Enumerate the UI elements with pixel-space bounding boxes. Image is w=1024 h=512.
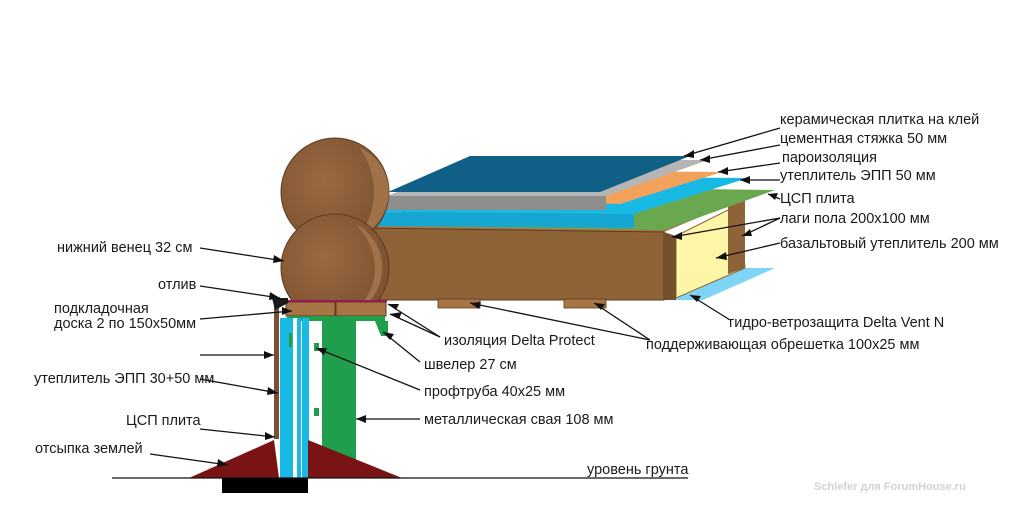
earth-backfill [189, 440, 279, 478]
bottom-crown-log-end [356, 224, 383, 312]
label-csp-side: ЦСП плита [126, 413, 202, 429]
label-support-lathing: поддерживающая обрешетка 100х25 мм [646, 337, 919, 353]
clip-1 [314, 343, 319, 351]
label-floor-joists: лаги пола 200х100 мм [780, 211, 930, 227]
label-epp-insulation-top: утеплитель ЭПП 50 мм [780, 168, 936, 184]
label-ceramic-tile: керамическая плитка на клей [780, 112, 979, 128]
delta-vent-membrane [668, 268, 775, 300]
label-delta-vent: гидро-ветрозащита Delta Vent N [729, 315, 944, 331]
profile-pipe [302, 318, 309, 478]
label-ground-level: уровень грунта [587, 462, 689, 478]
label-basalt-insulation: базальтовый утеплитель 200 мм [780, 236, 999, 252]
channel-flange [375, 321, 388, 336]
label-csp-top: ЦСП плита [780, 191, 856, 207]
label-base-board-2: доска 2 по 150х50мм [54, 316, 196, 332]
base-board-right [335, 301, 387, 317]
labels: керамическая плитка на клей цементная ст… [34, 112, 999, 493]
label-vapor-barrier: пароизоляция [782, 150, 877, 166]
epp-insulation-side-inner [293, 318, 297, 478]
label-delta-protect: изоляция Delta Protect [444, 333, 595, 349]
plinth-base [222, 478, 308, 493]
label-drip: отлив [158, 277, 197, 293]
floor-joist-front [364, 227, 665, 301]
clip-3 [289, 333, 292, 347]
clip-2 [314, 408, 319, 416]
channel-beam [287, 316, 385, 321]
label-earth-backfill: отсыпка землей [35, 441, 143, 457]
wall-logs [280, 137, 390, 323]
floor-joist-end [664, 232, 676, 300]
label-cement-screed: цементная стяжка 50 мм [780, 131, 947, 147]
epp-insulation-front [378, 212, 634, 228]
support-lathing-2 [563, 298, 607, 309]
label-base-board-1: подкладочная [54, 301, 149, 317]
leader-lines [149, 127, 781, 467]
label-epp-insulation-side: утеплитель ЭПП 30+50 мм [34, 371, 214, 387]
earth-backfill-right [308, 440, 402, 478]
drip-cap [272, 298, 288, 310]
csp-plate-side [274, 305, 279, 439]
foundation [189, 298, 402, 493]
label-channel: швелер 27 см [424, 357, 517, 373]
label-bottom-crown: нижний венец 32 см [57, 240, 192, 256]
base-board-left [285, 301, 336, 317]
metal-pile [322, 320, 356, 470]
floor-structure [364, 156, 775, 309]
profile-pipe-gap [309, 322, 321, 472]
label-metal-pile: металлическая свая 108 мм [424, 412, 613, 428]
upper-log-end [360, 148, 389, 236]
label-profile-pipe: профтруба 40х25 мм [424, 384, 565, 400]
cement-screed-front [386, 196, 606, 210]
ceramic-tile [388, 156, 690, 192]
base-assembly [285, 300, 388, 336]
floor-joist-far [728, 200, 745, 274]
watermark: Schlefer для ForumHouse.ru [814, 481, 966, 493]
